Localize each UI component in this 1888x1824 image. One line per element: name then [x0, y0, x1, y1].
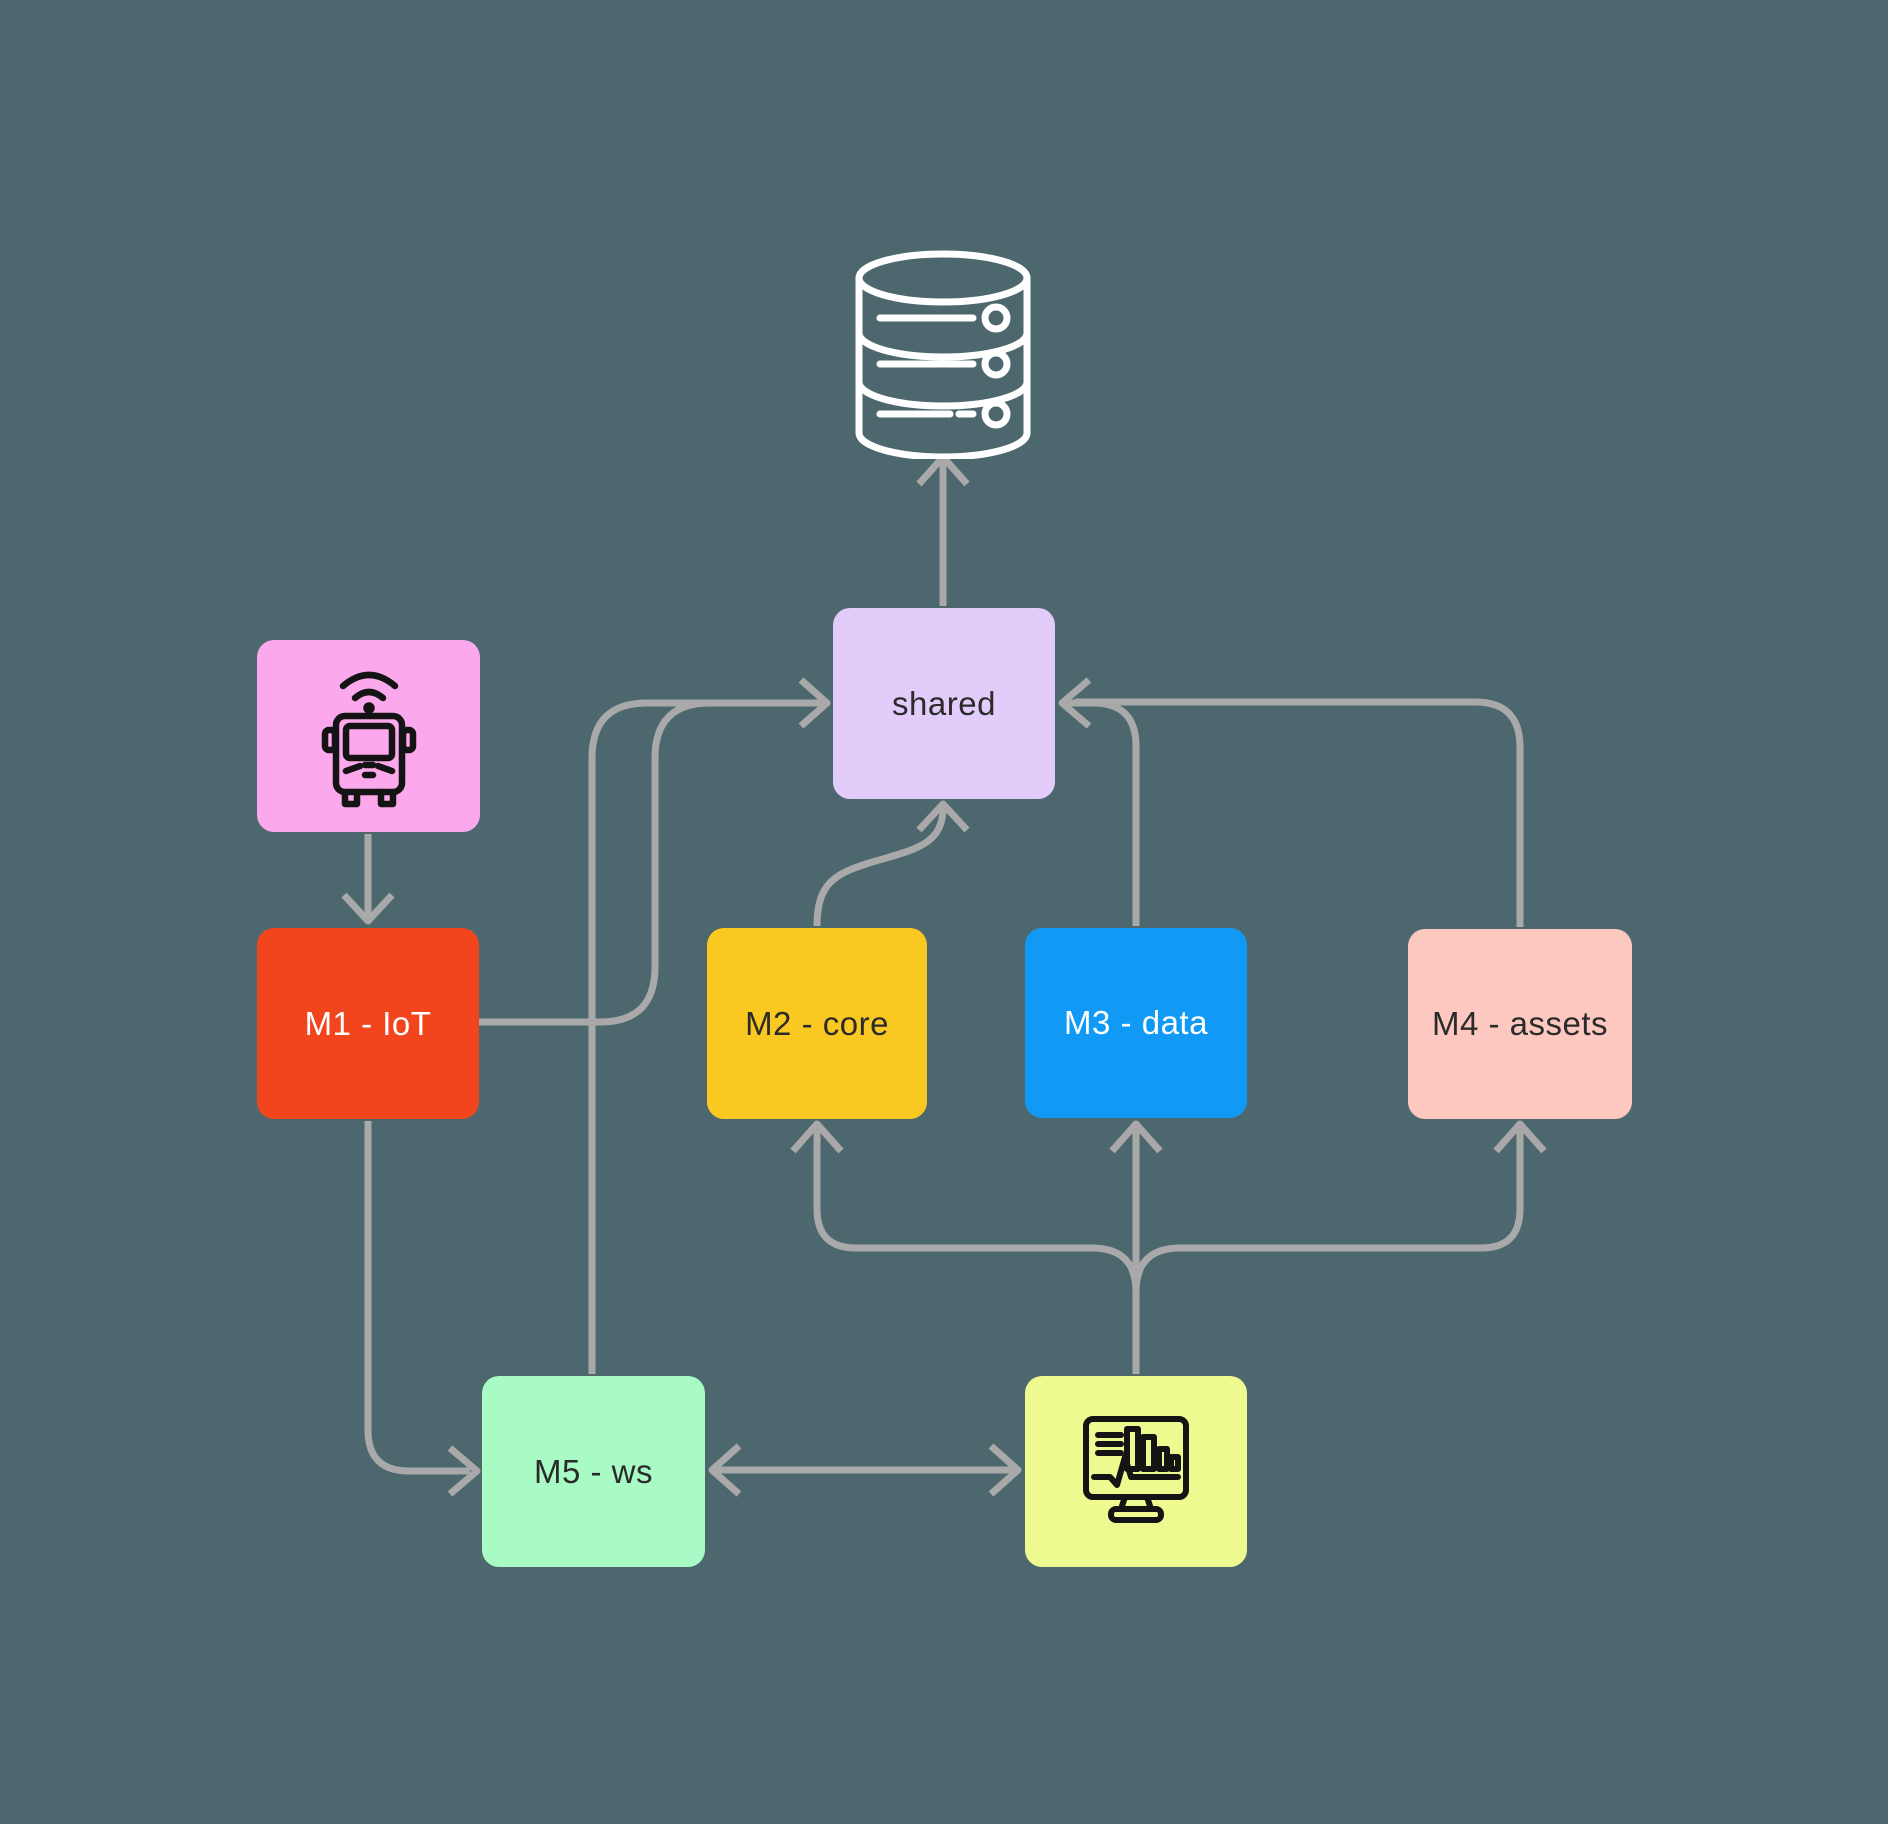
edge-m3-shared	[1058, 677, 1140, 926]
edge-m2-shared	[813, 800, 970, 927]
node-bus[interactable]	[257, 640, 480, 832]
node-m1-label: M1 - IoT	[304, 1004, 432, 1042]
connected-bus-icon	[321, 671, 416, 808]
node-m1[interactable]: M1 - IoT	[257, 928, 479, 1119]
node-m3-label: M3 - data	[1064, 1004, 1208, 1041]
node-shared[interactable]: shared	[833, 608, 1055, 799]
edge-bus-m1	[341, 834, 395, 925]
node-m2[interactable]: M2 - core	[707, 928, 927, 1119]
edge-dashboard-m2	[790, 1120, 1140, 1293]
node-shared-label: shared	[892, 684, 996, 722]
node-dashboard[interactable]	[1025, 1376, 1247, 1567]
node-m3[interactable]: M3 - data	[1025, 928, 1247, 1118]
node-m5-label: M5 - ws	[534, 1452, 653, 1490]
edge-shared-database	[916, 453, 970, 606]
edge-m1-m5	[364, 1121, 481, 1497]
edge-m4-shared	[1075, 698, 1524, 927]
edge-m1-shared	[479, 677, 831, 1026]
database-icon	[855, 250, 1031, 459]
edge-dashboard-m4	[1132, 1120, 1547, 1293]
dashboard-monitor-icon	[1083, 1415, 1189, 1523]
node-m4-label: M4 - assets	[1431, 1005, 1609, 1042]
node-m2-label: M2 - core	[745, 1004, 889, 1042]
edge-m5-shared	[588, 699, 810, 1374]
node-m4[interactable]: M4 - assets	[1408, 929, 1632, 1119]
node-m5[interactable]: M5 - ws	[482, 1376, 705, 1567]
edge-m5-dashboard	[708, 1443, 1022, 1497]
edge-dashboard-m3	[1109, 1120, 1163, 1374]
